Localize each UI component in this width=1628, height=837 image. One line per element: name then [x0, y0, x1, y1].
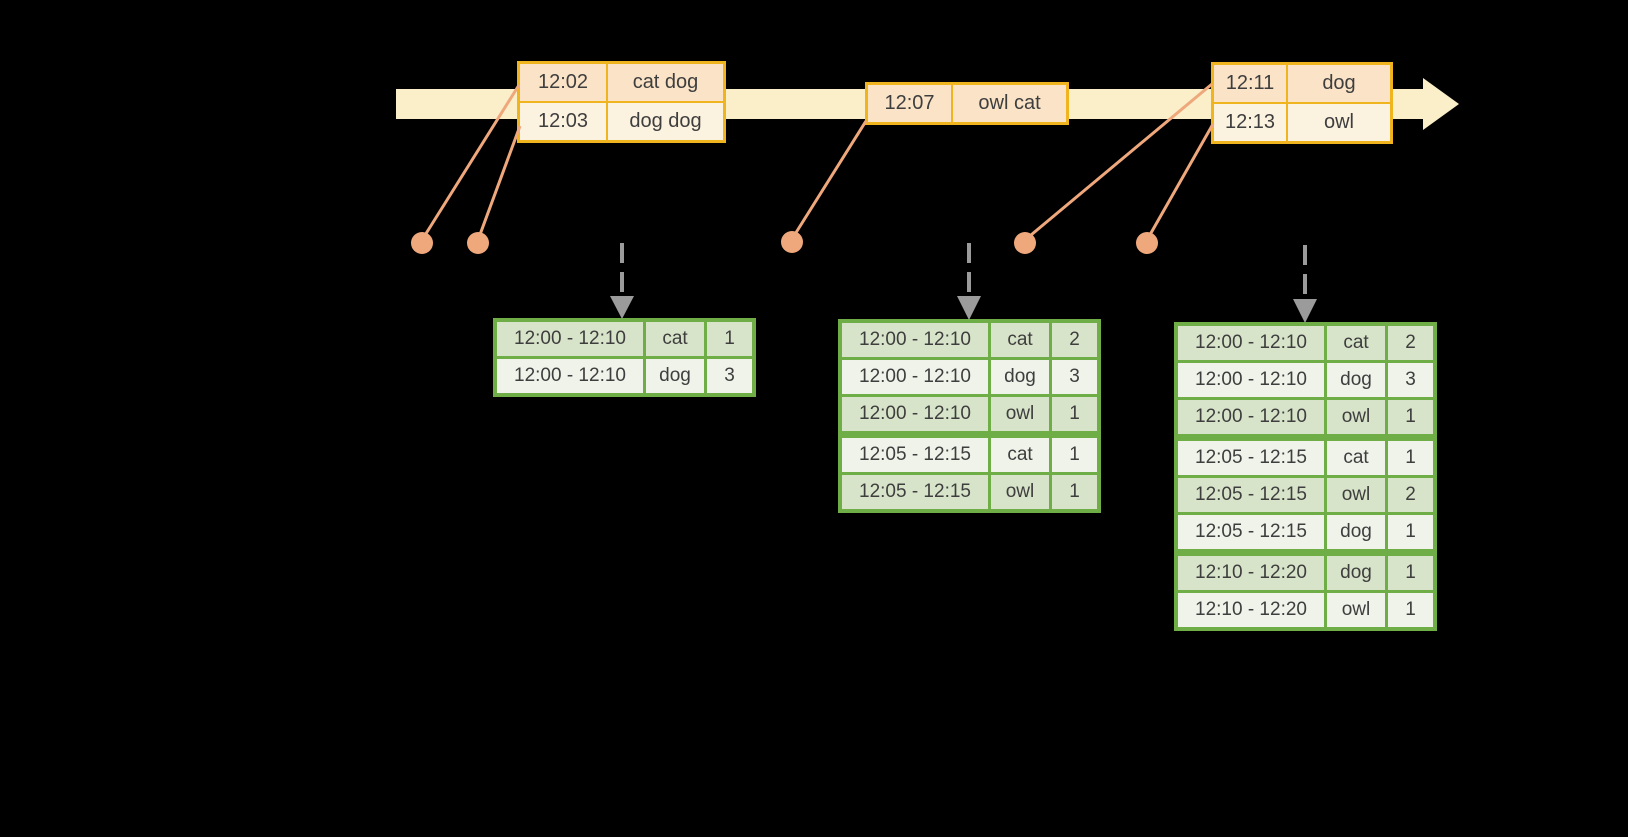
- window-cell: 12:05 - 12:15: [1178, 478, 1324, 512]
- result-table-2: 12:00 - 12:10 cat 2 12:00 - 12:10 dog 3 …: [838, 319, 1101, 513]
- word-cell: cat: [1327, 441, 1385, 475]
- window-cell: 12:05 - 12:15: [842, 475, 988, 509]
- marker-line: [790, 120, 868, 240]
- word-cell: cat: [1327, 326, 1385, 360]
- event-time: 12:07: [868, 85, 951, 122]
- event-dot: [1014, 232, 1036, 254]
- window-cell: 12:00 - 12:10: [842, 397, 988, 431]
- result-row: 12:10 - 12:20 owl 1: [1178, 593, 1433, 627]
- event-words: dog: [1288, 65, 1390, 102]
- count-cell: 1: [1052, 397, 1097, 431]
- event-row: 12:03 dog dog: [520, 103, 723, 140]
- window-cell: 12:10 - 12:20: [1178, 593, 1324, 627]
- event-table-3: 12:11 dog 12:13 owl: [1211, 62, 1393, 144]
- result-row: 12:00 - 12:10 dog 3: [1178, 363, 1433, 397]
- window-cell: 12:00 - 12:10: [1178, 363, 1324, 397]
- event-time: 12:11: [1214, 65, 1286, 102]
- window-cell: 12:00 - 12:10: [497, 359, 643, 393]
- event-words: owl cat: [953, 85, 1066, 122]
- result-table-3: 12:00 - 12:10 cat 2 12:00 - 12:10 dog 3 …: [1174, 322, 1437, 631]
- result-row: 12:05 - 12:15 owl 1: [842, 475, 1097, 509]
- count-cell: 1: [1052, 475, 1097, 509]
- trigger-arrowhead-icon: [610, 296, 634, 319]
- event-row: 12:13 owl: [1214, 104, 1390, 141]
- word-cell: owl: [1327, 400, 1385, 434]
- window-cell: 12:05 - 12:15: [842, 438, 988, 472]
- word-cell: dog: [646, 359, 704, 393]
- result-row: 12:00 - 12:10 cat 2: [1178, 326, 1433, 360]
- window-cell: 12:10 - 12:20: [1178, 556, 1324, 590]
- count-cell: 3: [1052, 360, 1097, 394]
- count-cell: 2: [1388, 478, 1433, 512]
- event-dot: [781, 231, 803, 253]
- trigger-arrowhead-icon: [957, 296, 981, 320]
- word-cell: cat: [646, 322, 704, 356]
- window-cell: 12:00 - 12:10: [497, 322, 643, 356]
- window-cell: 12:05 - 12:15: [1178, 515, 1324, 549]
- window-cell: 12:05 - 12:15: [1178, 441, 1324, 475]
- event-dot: [467, 232, 489, 254]
- event-table-2: 12:07 owl cat: [865, 82, 1069, 125]
- timeline-arrowhead-icon: [1423, 78, 1459, 130]
- result-row: 12:05 - 12:15 owl 2: [1178, 478, 1433, 512]
- event-time: 12:13: [1214, 104, 1286, 141]
- count-cell: 1: [707, 322, 752, 356]
- result-row: 12:00 - 12:10 dog 3: [497, 359, 752, 393]
- result-row: 12:00 - 12:10 cat 2: [842, 323, 1097, 357]
- count-cell: 1: [1388, 441, 1433, 475]
- event-words: cat dog: [608, 64, 723, 101]
- event-row: 12:02 cat dog: [520, 64, 723, 101]
- word-cell: owl: [1327, 478, 1385, 512]
- result-row: 12:10 - 12:20 dog 1: [1178, 556, 1433, 590]
- event-dot: [1136, 232, 1158, 254]
- window-cell: 12:00 - 12:10: [842, 360, 988, 394]
- word-cell: dog: [991, 360, 1049, 394]
- word-cell: dog: [1327, 556, 1385, 590]
- count-cell: 3: [1388, 363, 1433, 397]
- result-row: 12:00 - 12:10 dog 3: [842, 360, 1097, 394]
- marker-line: [476, 125, 522, 241]
- event-marker-dots: [411, 231, 1158, 254]
- event-row: 12:11 dog: [1214, 65, 1390, 102]
- word-cell: owl: [991, 475, 1049, 509]
- trigger-arrows: [610, 243, 1317, 323]
- count-cell: 2: [1388, 326, 1433, 360]
- word-cell: dog: [1327, 363, 1385, 397]
- count-cell: 1: [1388, 556, 1433, 590]
- word-cell: dog: [1327, 515, 1385, 549]
- window-cell: 12:00 - 12:10: [1178, 400, 1324, 434]
- event-row: 12:07 owl cat: [868, 85, 1066, 122]
- result-row: 12:05 - 12:15 cat 1: [1178, 441, 1433, 475]
- event-dot: [411, 232, 433, 254]
- result-row: 12:05 - 12:15 dog 1: [1178, 515, 1433, 549]
- result-row: 12:05 - 12:15 cat 1: [842, 438, 1097, 472]
- word-cell: cat: [991, 323, 1049, 357]
- count-cell: 1: [1388, 593, 1433, 627]
- count-cell: 1: [1388, 515, 1433, 549]
- event-table-1: 12:02 cat dog 12:03 dog dog: [517, 61, 726, 143]
- result-row: 12:00 - 12:10 cat 1: [497, 322, 752, 356]
- result-row: 12:00 - 12:10 owl 1: [842, 397, 1097, 431]
- word-cell: owl: [1327, 593, 1385, 627]
- marker-line: [1145, 123, 1215, 241]
- result-table-1: 12:00 - 12:10 cat 1 12:00 - 12:10 dog 3: [493, 318, 756, 397]
- event-words: dog dog: [608, 103, 723, 140]
- count-cell: 3: [707, 359, 752, 393]
- count-cell: 1: [1052, 438, 1097, 472]
- window-cell: 12:00 - 12:10: [1178, 326, 1324, 360]
- event-time: 12:02: [520, 64, 606, 101]
- event-time: 12:03: [520, 103, 606, 140]
- count-cell: 2: [1052, 323, 1097, 357]
- event-words: owl: [1288, 104, 1390, 141]
- word-cell: cat: [991, 438, 1049, 472]
- count-cell: 1: [1388, 400, 1433, 434]
- window-cell: 12:00 - 12:10: [842, 323, 988, 357]
- result-row: 12:00 - 12:10 owl 1: [1178, 400, 1433, 434]
- word-cell: owl: [991, 397, 1049, 431]
- trigger-arrowhead-icon: [1293, 299, 1317, 323]
